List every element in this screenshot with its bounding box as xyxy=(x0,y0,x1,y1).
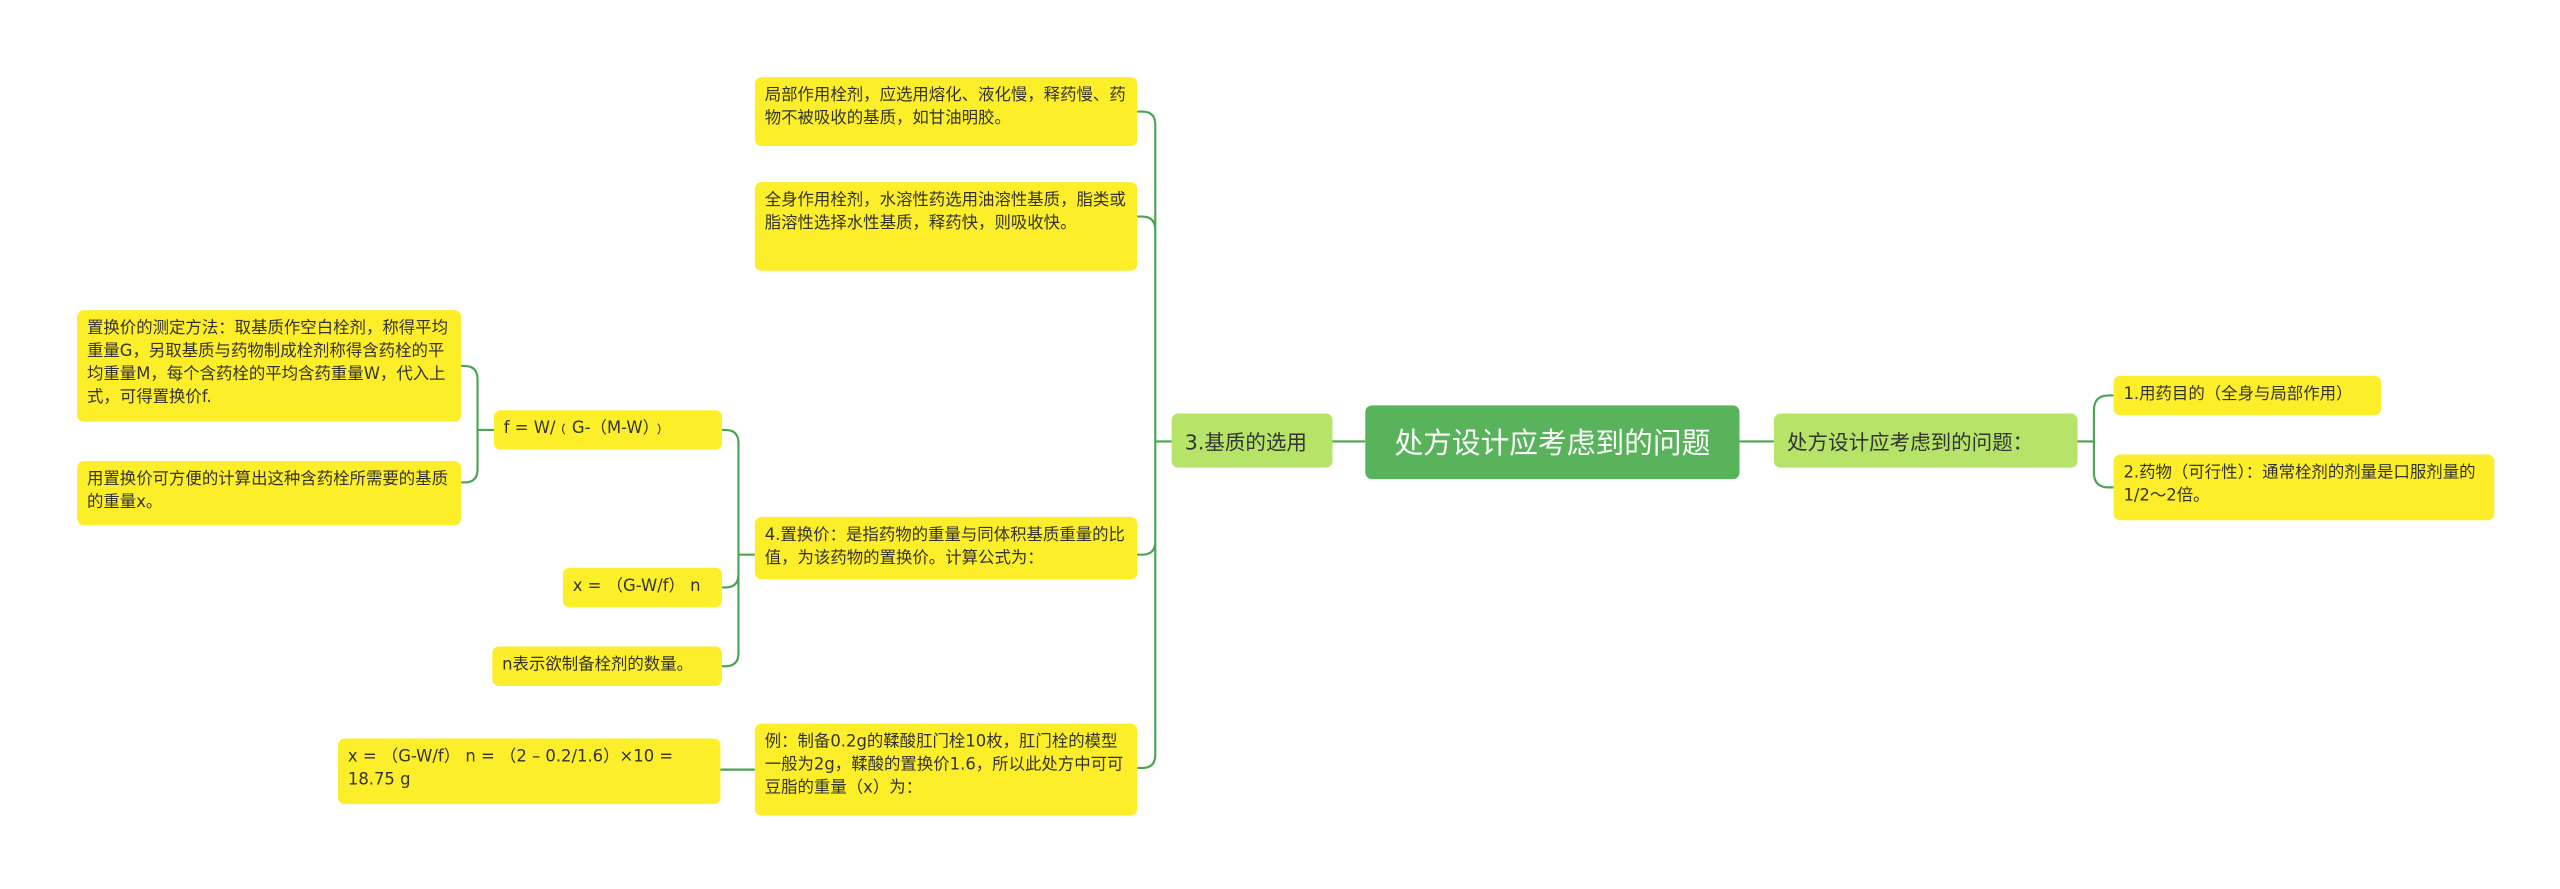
example-result-node[interactable]: x = （G-W/f） n = （2 – 0.2/1.6）×10 = 18.75… xyxy=(338,738,721,805)
base-weight-label: 用置换价可方便的计算出这种含药栓所需要的基质的重量x。 xyxy=(86,470,448,512)
left-branch-label: 3.基质的选用 xyxy=(1184,429,1307,455)
root-label: 处方设计应考虑到的问题 xyxy=(1394,428,1711,462)
local-suppository-label: 局部作用栓剂，应选用熔化、液化慢，释药慢、药物不被吸收的基质，如甘油明胶。 xyxy=(764,86,1126,128)
displacement-value-label: 4.置换价：是指药物的重量与同体积基质重量的比值，为该药物的置换价。计算公式为： xyxy=(764,526,1125,568)
n-note-label: n表示欲制备栓剂的数量。 xyxy=(502,656,694,675)
local-suppository-node[interactable]: 局部作用栓剂，应选用熔化、液化慢，释药慢、药物不被吸收的基质，如甘油明胶。 xyxy=(754,77,1138,147)
systemic-suppository-label: 全身作用栓剂，水溶性药选用油溶性基质，脂类或脂溶性选择水性基质，释药快，则吸收快… xyxy=(764,191,1126,234)
left-branch-node[interactable]: 3.基质的选用 xyxy=(1171,413,1333,468)
dosage-node[interactable]: 2.药物（可行性）：通常栓剂的剂量是口服剂量的1/2～2倍。 xyxy=(2113,454,2495,521)
root-node[interactable]: 处方设计应考虑到的问题 xyxy=(1365,405,1740,480)
measurement-method-label: 置换价的测定方法：取基质作空白栓剂，称得平均重量G，另取基质与药物制成栓剂称得含… xyxy=(86,319,448,407)
example-label: 例：制备0.2g的鞣酸肛门栓10枚，肛门栓的模型一般为2g，鞣酸的置换价1.6，… xyxy=(764,733,1124,798)
right-branch-label: 处方设计应考虑到的问题： xyxy=(1787,429,2034,455)
dosage-label: 2.药物（可行性）：通常栓剂的剂量是口服剂量的1/2～2倍。 xyxy=(2123,464,2476,506)
displacement-value-node[interactable]: 4.置换价：是指药物的重量与同体积基质重量的比值，为该药物的置换价。计算公式为： xyxy=(754,516,1138,580)
systemic-suppository-node[interactable]: 全身作用栓剂，水溶性药选用油溶性基质，脂类或脂溶性选择水性基质，释药快，则吸收快… xyxy=(754,182,1138,271)
measurement-method-node[interactable]: 置换价的测定方法：取基质作空白栓剂，称得平均重量G，另取基质与药物制成栓剂称得含… xyxy=(77,310,462,422)
example-result-label: x = （G-W/f） n = （2 – 0.2/1.6）×10 = 18.75… xyxy=(347,748,674,790)
x-formula-node[interactable]: x = （G-W/f） n xyxy=(562,567,723,608)
example-node[interactable]: 例：制备0.2g的鞣酸肛门栓10枚，肛门栓的模型一般为2g，鞣酸的置换价1.6，… xyxy=(754,723,1138,816)
f-formula-label: f = W/﹙G-（M-W）﹚ xyxy=(503,420,668,439)
f-formula-node[interactable]: f = W/﹙G-（M-W）﹚ xyxy=(493,410,723,450)
x-formula-label: x = （G-W/f） n xyxy=(572,577,701,596)
n-note-node[interactable]: n表示欲制备栓剂的数量。 xyxy=(492,646,723,686)
right-branch-node[interactable]: 处方设计应考虑到的问题： xyxy=(1773,413,2078,468)
purpose-label: 1.用药目的（全身与局部作用） xyxy=(2123,385,2353,404)
base-weight-node[interactable]: 用置换价可方便的计算出这种含药栓所需要的基质的重量x。 xyxy=(77,461,462,526)
purpose-node[interactable]: 1.用药目的（全身与局部作用） xyxy=(2113,375,2382,416)
